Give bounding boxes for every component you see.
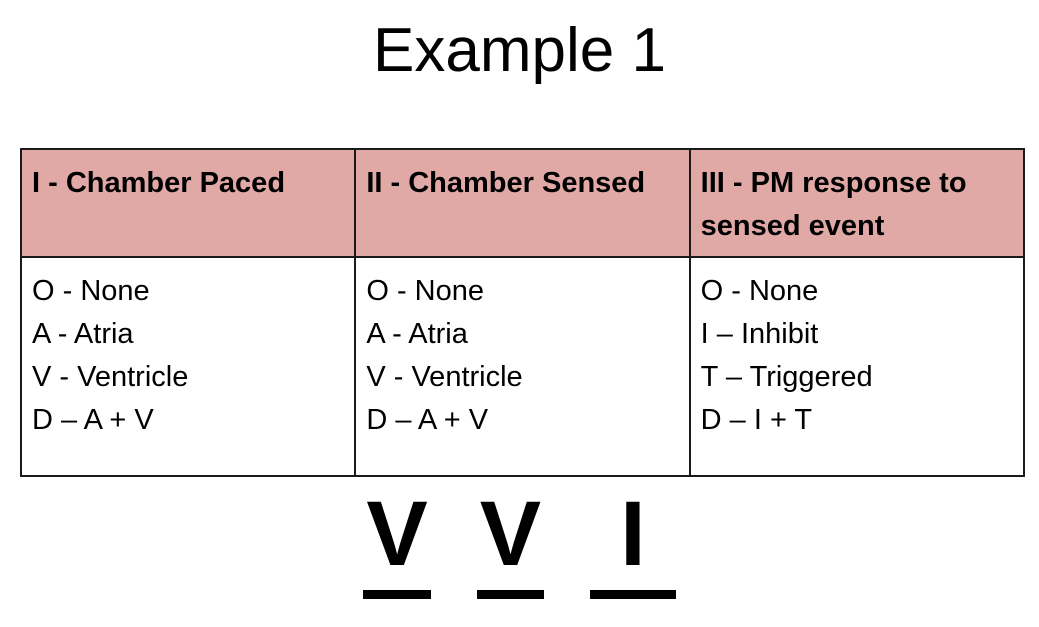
answer-code: V V I xyxy=(0,488,1039,599)
code-line: D – A + V xyxy=(366,404,489,436)
answer-letter-1: V xyxy=(363,488,431,599)
table-body-row: O - None A - Atria V - Ventricle D – A +… xyxy=(19,256,1026,477)
code-line: T – Triggered xyxy=(700,361,873,393)
code-line: I – Inhibit xyxy=(700,318,819,350)
header-cell-pm-response: III - PM response to sensed event xyxy=(688,148,1026,258)
code-line: D – A + V xyxy=(32,404,154,436)
code-line: O - None xyxy=(700,275,819,307)
code-line: O - None xyxy=(32,275,150,307)
body-cell-pm-response: O - None I – Inhibit T – Triggered D – I… xyxy=(688,256,1026,477)
slide-title: Example 1 xyxy=(373,16,666,85)
code-line: A - Atria xyxy=(366,318,468,350)
header-cell-chamber-sensed: II - Chamber Sensed xyxy=(354,148,691,258)
body-cell-chamber-sensed: O - None A - Atria V - Ventricle D – A +… xyxy=(354,256,691,477)
code-line: A - Atria xyxy=(32,318,134,350)
code-line: O - None xyxy=(366,275,484,307)
answer-letter-3: I xyxy=(590,488,676,599)
table-header-row: I - Chamber Paced II - Chamber Sensed II… xyxy=(19,148,1026,258)
header-cell-chamber-paced: I - Chamber Paced xyxy=(19,148,357,258)
body-cell-chamber-paced: O - None A - Atria V - Ventricle D – A +… xyxy=(19,256,357,477)
pacemaker-code-table: I - Chamber Paced II - Chamber Sensed II… xyxy=(19,148,1026,477)
code-line: V - Ventricle xyxy=(366,361,523,393)
code-line: V - Ventricle xyxy=(32,361,189,393)
answer-letter-2: V xyxy=(476,488,545,599)
code-line: D – I + T xyxy=(700,404,813,436)
